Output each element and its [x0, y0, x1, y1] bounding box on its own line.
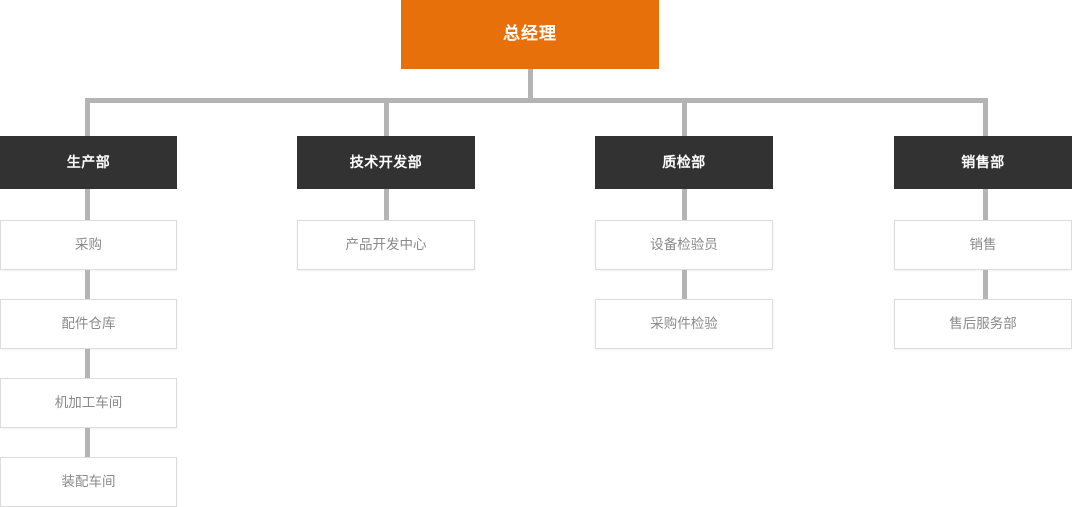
- node-leaf-purchasing[interactable]: 采购: [0, 220, 177, 270]
- connector-horizontal-bus: [85, 98, 988, 103]
- node-root-label: 总经理: [503, 24, 557, 44]
- node-leaf-equipment-inspector[interactable]: 设备检验员: [595, 220, 773, 270]
- connector-bus-drop-4: [983, 98, 988, 136]
- node-dept-quality-inspection-label: 质检部: [662, 154, 706, 171]
- connector-c1-d-to-l1: [85, 189, 90, 221]
- node-leaf-after-sales-service-label: 售后服务部: [949, 315, 1017, 331]
- connector-c3-d-to-l1: [682, 189, 687, 221]
- node-leaf-purchased-parts-inspection[interactable]: 采购件检验: [595, 299, 773, 349]
- node-leaf-sales[interactable]: 销售: [894, 220, 1072, 270]
- node-leaf-product-development-center-label: 产品开发中心: [345, 236, 427, 252]
- node-leaf-machining-workshop[interactable]: 机加工车间: [0, 378, 177, 428]
- node-leaf-parts-warehouse-label: 配件仓库: [61, 315, 116, 331]
- node-leaf-parts-warehouse[interactable]: 配件仓库: [0, 299, 177, 349]
- node-root-general-manager[interactable]: 总经理: [401, 0, 659, 69]
- node-dept-sales[interactable]: 销售部: [894, 136, 1072, 189]
- node-leaf-assembly-workshop[interactable]: 装配车间: [0, 457, 177, 507]
- connector-c3-l1-to-l2: [682, 270, 687, 300]
- node-dept-technical-development[interactable]: 技术开发部: [297, 136, 475, 189]
- connector-c1-l2-to-l3: [85, 349, 90, 379]
- connector-c1-l1-to-l2: [85, 270, 90, 300]
- node-dept-production-label: 生产部: [66, 154, 111, 171]
- node-leaf-after-sales-service[interactable]: 售后服务部: [894, 299, 1072, 349]
- connector-bus-drop-1: [85, 98, 90, 136]
- node-leaf-sales-label: 销售: [969, 236, 997, 252]
- connector-c4-l1-to-l2: [983, 270, 988, 300]
- connector-c4-d-to-l1: [983, 189, 988, 221]
- connector-bus-drop-3: [682, 98, 687, 136]
- connector-root-stem: [528, 69, 533, 102]
- node-leaf-purchased-parts-inspection-label: 采购件检验: [650, 315, 718, 331]
- node-dept-technical-development-label: 技术开发部: [349, 154, 423, 171]
- node-dept-sales-label: 销售部: [961, 154, 1005, 171]
- node-leaf-purchasing-label: 采购: [75, 236, 102, 252]
- node-dept-production[interactable]: 生产部: [0, 136, 177, 189]
- connector-bus-drop-2: [384, 98, 389, 136]
- node-leaf-product-development-center[interactable]: 产品开发中心: [297, 220, 475, 270]
- connector-c1-l3-to-l4: [85, 428, 90, 458]
- node-leaf-machining-workshop-label: 机加工车间: [54, 394, 123, 410]
- node-leaf-assembly-workshop-label: 装配车间: [61, 473, 116, 489]
- node-dept-quality-inspection[interactable]: 质检部: [595, 136, 773, 189]
- node-leaf-equipment-inspector-label: 设备检验员: [650, 236, 718, 252]
- connector-c2-d-to-l1: [384, 189, 389, 221]
